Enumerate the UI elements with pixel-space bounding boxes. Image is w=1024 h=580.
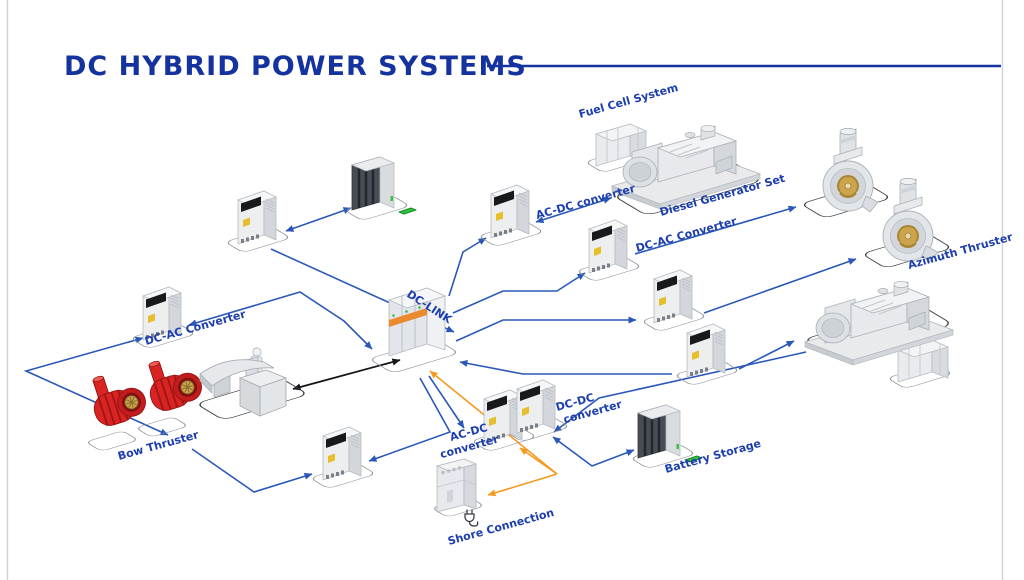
page-title: DC HYBRID POWER SYSTEMS xyxy=(64,51,527,82)
bow-thruster-2 xyxy=(139,348,207,416)
line-converter3-azimuth2 xyxy=(703,258,857,314)
line-dieselgen2-dcdc-bottom xyxy=(553,351,807,433)
line-shore-branch-acdc-bottom xyxy=(519,447,558,475)
line-console-dclink xyxy=(292,358,401,391)
label-dc-ac-converter-mid: DC-AC Converter xyxy=(634,214,738,254)
line-dclink-converter-bottomleft xyxy=(368,377,452,462)
azimuth-thruster-2 xyxy=(882,177,939,263)
line-dclink-acdc-mid xyxy=(448,237,487,297)
power-plug-icon xyxy=(464,509,479,527)
converter-cabinet-bottomleft xyxy=(322,426,362,481)
line-dclink-dcac-mid xyxy=(452,272,586,314)
line-acdc-mid-dieselgen1 xyxy=(535,196,612,224)
line-dclink-converter3 xyxy=(455,316,637,342)
converter-cabinet-topleft xyxy=(237,190,277,245)
dc-dc-converter-bottom xyxy=(516,379,556,434)
label-ac-dc-converter-mid: AC-DC converter xyxy=(534,182,637,222)
label-dc-dc-converter-bottom: DC-DC converter xyxy=(554,384,624,427)
line-dcac-left-dclink xyxy=(188,291,373,350)
label-ac-dc-converter-bottom: AC-DC converter xyxy=(435,419,501,461)
connection-lines-blue xyxy=(23,196,857,493)
azimuth-thruster-1 xyxy=(822,127,879,213)
dc-ac-converter-mid xyxy=(588,219,628,274)
converter-cabinet-4 xyxy=(686,323,726,378)
equipment xyxy=(83,123,954,527)
label-fuel-cell-system: Fuel Cell System xyxy=(577,81,679,121)
shore-connection-pedestal xyxy=(436,458,477,513)
bridge-control-console xyxy=(199,347,287,417)
line-shore-branch-pedestal xyxy=(487,473,558,497)
line-dclink-acdc-bottom xyxy=(428,375,465,429)
line-dcac-mid-azimuth1 xyxy=(634,205,797,255)
label-bow-thruster: Bow Thruster xyxy=(116,428,200,463)
line-bowthruster-converter-bottomleft xyxy=(191,448,313,493)
ac-dc-converter-mid xyxy=(490,184,530,239)
line-dcdc-bottom-battery1 xyxy=(552,436,635,467)
line-converter4-dclink xyxy=(459,359,672,375)
label-shore-connection: Shore Connection xyxy=(446,506,555,548)
line-converter-topleft-battery2 xyxy=(285,207,352,232)
bow-thruster-1 xyxy=(83,363,151,431)
converter-cabinet-3 xyxy=(653,269,693,324)
